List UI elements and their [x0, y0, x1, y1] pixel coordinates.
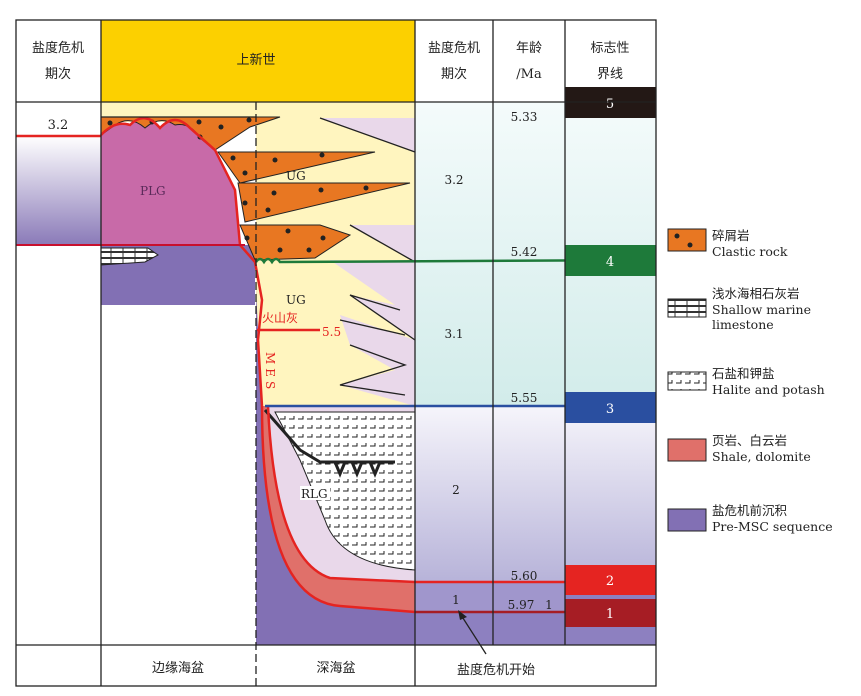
marker-2	[565, 565, 656, 595]
arrow-icon	[458, 610, 467, 620]
marker-4-label: 4	[606, 255, 614, 270]
epoch-band	[101, 20, 415, 102]
legend-label: limestone	[712, 317, 774, 332]
age-label: 5.55	[511, 391, 538, 405]
clastic-swatch	[667, 228, 707, 252]
clastic-wedges	[217, 151, 411, 261]
stage-col-header-2: 期次	[441, 66, 467, 82]
legend: 碎屑岩 Clastic rock 浅水海相石灰岩 Shallow marine …	[667, 228, 833, 534]
ug-lower-label: UG	[286, 293, 306, 307]
limestone-swatch	[667, 298, 707, 318]
legend-label: 页岩、白云岩	[712, 433, 787, 448]
age-label: 5.33	[511, 110, 538, 124]
left-stage-label: 3.2	[48, 118, 69, 133]
stage-label: 1	[452, 593, 460, 607]
marker-3	[565, 392, 656, 423]
mes-surface	[100, 117, 264, 407]
age-label: 5.42	[511, 245, 538, 259]
mes-label: MES	[263, 352, 277, 393]
stage-2-band	[415, 406, 656, 582]
legend-label: 碎屑岩	[712, 228, 750, 243]
age-col-header-2: /Ma	[516, 67, 542, 82]
stage-col-header: 盐度危机	[428, 40, 480, 56]
marker-4	[565, 245, 656, 276]
legend-label: 盐危机前沉积	[712, 503, 787, 518]
stage-label: 3.2	[444, 173, 463, 187]
age-label: 5.97	[508, 598, 535, 612]
marker-5-label: 5	[606, 97, 614, 112]
legend-label: Pre-MSC sequence	[712, 519, 833, 534]
shale-swatch	[667, 438, 707, 462]
marker-bands: 5 4 3 2 1	[565, 87, 656, 627]
ug-upper-label: UG	[286, 169, 306, 183]
rlg-label: RLG	[301, 487, 328, 501]
halite-swatch	[667, 371, 707, 391]
legend-label: Shale, dolomite	[712, 449, 811, 464]
epoch-label: 上新世	[236, 52, 275, 68]
boundary-4	[254, 257, 657, 265]
stage-label: 3.1	[444, 327, 463, 341]
plg-unit	[101, 118, 240, 245]
legend-label: Shallow marine	[712, 302, 811, 317]
msc-onset-label: 盐度危机开始	[457, 662, 535, 678]
ash-label: 火山灰	[262, 311, 298, 325]
plg-label: PLG	[140, 184, 166, 198]
halite-unit	[275, 412, 415, 570]
left-stage-band	[16, 136, 101, 245]
legend-label: Halite and potash	[712, 382, 825, 397]
ash-age-label: 5.5	[322, 325, 341, 339]
marker-3-label: 3	[606, 402, 614, 417]
stage-label: 2	[452, 483, 460, 497]
left-col-header-2: 期次	[45, 66, 71, 82]
pre-msc-swatch	[667, 508, 707, 532]
age-col-header: 年龄	[516, 41, 542, 56]
age-label: 5.60	[511, 569, 538, 583]
marker-1-label: 1	[606, 607, 614, 622]
legend-label: 石盐和钾盐	[712, 366, 775, 381]
marker-col-header-2: 界线	[597, 67, 623, 82]
left-col-header: 盐度危机	[32, 40, 84, 56]
marker-1	[565, 599, 656, 627]
shale-unit	[262, 406, 415, 612]
deep-basin-label: 深海盆	[316, 661, 355, 676]
legend-label: 浅水海相石灰岩	[712, 286, 800, 301]
age-label: 1	[545, 598, 553, 612]
marker-2-label: 2	[606, 574, 614, 589]
marker-col-header: 标志性	[590, 41, 629, 56]
legend-label: Clastic rock	[712, 244, 788, 259]
marginal-basin-label: 边缘海盆	[152, 661, 204, 676]
